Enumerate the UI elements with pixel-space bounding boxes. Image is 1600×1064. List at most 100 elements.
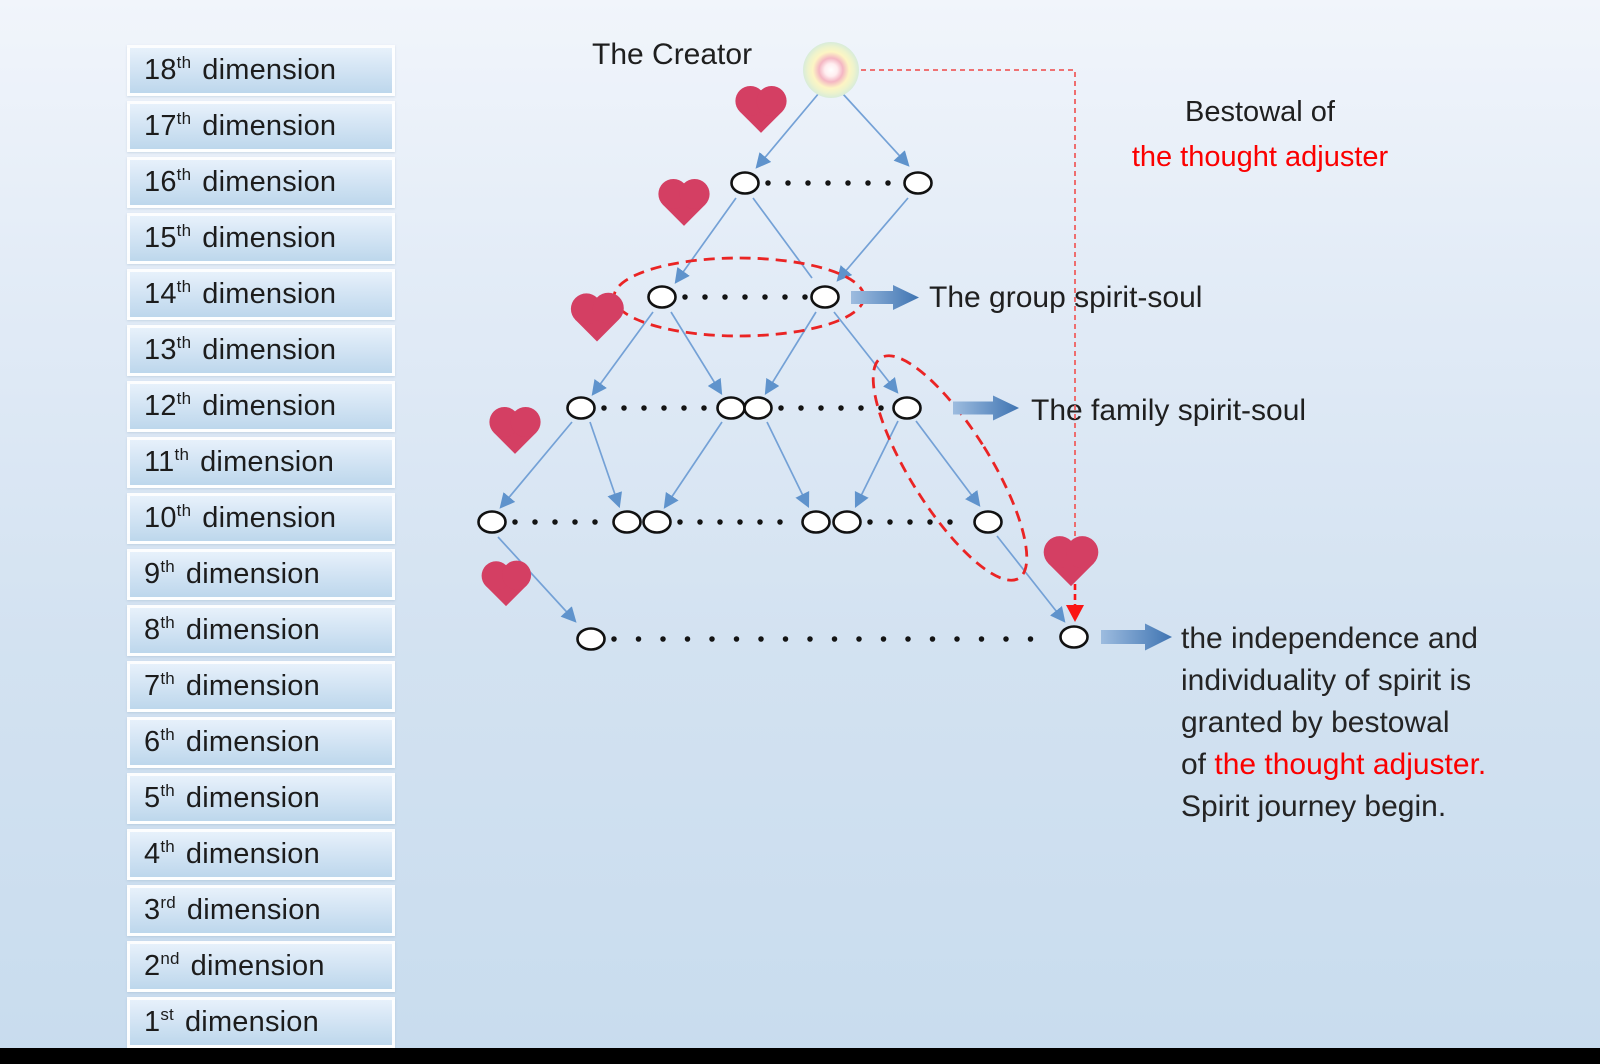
family-soul-ellipse	[871, 354, 1029, 582]
dimension-word: dimension	[184, 1006, 319, 1038]
node	[743, 396, 773, 420]
node	[892, 396, 922, 420]
dimension-word: dimension	[202, 390, 337, 422]
dimension-number: 8	[144, 614, 161, 646]
bestowal-line1: Bestowal of	[1185, 96, 1335, 128]
dimension-number: 7	[144, 670, 161, 702]
dimension-number: 13	[144, 334, 177, 366]
creator-label: The Creator	[592, 38, 753, 71]
group-soul-label: The group spirit-soul	[929, 281, 1203, 314]
tree-connectors	[497, 92, 1066, 623]
node	[973, 510, 1003, 534]
bestowal-caption: Bestowal of the thought adjuster	[1085, 90, 1435, 180]
dimension-word: dimension	[202, 222, 337, 254]
heart-icon	[493, 411, 537, 454]
dimension-word: dimension	[185, 614, 320, 646]
node	[566, 396, 596, 420]
group-block-arrow-icon	[851, 285, 919, 310]
dimension-number: 10	[144, 502, 177, 534]
heart-icon	[485, 565, 527, 607]
heart-icon	[662, 183, 706, 226]
dimension-word: dimension	[202, 54, 337, 86]
bottom-bar	[0, 1048, 1600, 1064]
dimension-number: 9	[144, 558, 161, 590]
dimension-number: 1	[144, 1006, 161, 1038]
independence-line5: Spirit journey begin.	[1181, 790, 1447, 823]
dotted-links	[512, 180, 1055, 642]
node	[1059, 625, 1089, 649]
node	[903, 171, 933, 195]
node	[730, 171, 760, 195]
dimension-number: 15	[144, 222, 177, 254]
dimension-word: dimension	[202, 334, 337, 366]
dimension-number: 2	[144, 950, 161, 982]
dimension-word: dimension	[200, 446, 335, 478]
dimension-word: dimension	[190, 950, 325, 982]
dimension-number: 18	[144, 54, 177, 86]
heart-icon	[739, 90, 783, 133]
family-block-arrow-icon	[953, 395, 1019, 421]
dimension-word: dimension	[202, 110, 337, 142]
node	[801, 510, 831, 534]
independence-line3: granted by bestowal	[1181, 706, 1450, 739]
dimension-word: dimension	[202, 278, 337, 310]
family-soul-label: The family spirit-soul	[1031, 394, 1307, 427]
dimension-number: 12	[144, 390, 177, 422]
dimension-number: 16	[144, 166, 177, 198]
independence-line2: individuality of spirit is	[1181, 664, 1472, 697]
dimension-word: dimension	[186, 894, 321, 926]
block-arrows	[851, 285, 1172, 651]
spirit-nodes	[477, 171, 1089, 651]
node	[612, 510, 642, 534]
independence-line4-black: of	[1181, 748, 1215, 781]
dimension-number: 3	[144, 894, 161, 926]
dimension-word: dimension	[185, 558, 320, 590]
independence-line4-red: the thought adjuster.	[1214, 748, 1487, 781]
dimension-number: 14	[144, 278, 177, 310]
dimension-word: dimension	[185, 670, 320, 702]
group-soul-ellipse	[612, 256, 866, 338]
independence-caption: the independence and individuality of sp…	[1181, 618, 1486, 828]
node	[477, 510, 507, 534]
node	[576, 627, 606, 651]
dimension-word: dimension	[185, 726, 320, 758]
independence-block-arrow-icon	[1101, 623, 1172, 651]
dimension-number: 5	[144, 782, 161, 814]
dimension-number: 11	[144, 446, 175, 478]
dimension-number: 17	[144, 110, 177, 142]
bestowal-red-arrowhead-icon	[1066, 605, 1084, 622]
dimension-word: dimension	[202, 502, 337, 534]
dimension-word: dimension	[185, 838, 320, 870]
dimension-number: 4	[144, 838, 161, 870]
node	[716, 396, 746, 420]
dimension-word: dimension	[202, 166, 337, 198]
dimension-word: dimension	[185, 782, 320, 814]
sun-glow-icon	[803, 42, 859, 98]
node	[810, 285, 840, 309]
heart-icon	[1048, 540, 1094, 587]
node	[647, 285, 677, 309]
node	[832, 510, 862, 534]
bestowal-line2: the thought adjuster	[1131, 141, 1389, 173]
node	[642, 510, 672, 534]
